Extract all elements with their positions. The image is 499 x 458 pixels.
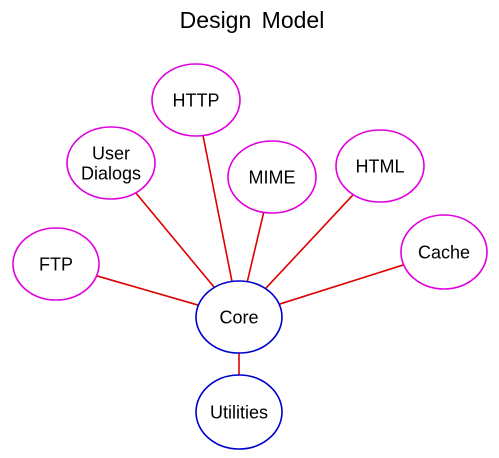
node-cache-ellipse [400,214,488,290]
node-html-label: HTML [356,157,405,177]
node-http-ellipse [151,63,241,137]
node-mime: MIME [227,140,317,214]
node-utilities-ellipse [195,374,283,450]
node-utilities: Utilities [195,374,283,450]
connector-core-http [202,135,233,282]
connector-lines [96,135,404,375]
node-html-ellipse [335,129,425,203]
connector-core-user-dialogs [135,192,216,289]
node-cache: Cache [400,214,488,290]
node-core-ellipse [195,280,283,354]
node-user-dialogs-label: Dialogs [81,164,141,184]
node-utilities-label: Utilities [210,403,268,423]
node-ftp-label: FTP [39,255,73,275]
node-http: HTTP [151,63,241,137]
diagram-title: Design Model [180,7,325,33]
node-ftp: FTP [12,227,100,301]
node-core-label: Core [219,308,258,328]
node-user-dialogs-label: User [92,144,130,164]
connector-core-mime [246,212,265,282]
node-mime-ellipse [227,140,317,214]
node-ftp-ellipse [12,227,100,301]
node-http-label: HTTP [173,91,220,111]
connector-core-cache [278,264,404,305]
node-mime-label: MIME [249,168,296,188]
node-cache-label: Cache [418,243,470,263]
node-core: Core [195,280,283,354]
connector-core-ftp [96,275,199,306]
node-html: HTML [335,129,425,203]
connector-core-html [264,194,354,290]
node-user-dialogs-ellipse [66,126,156,200]
